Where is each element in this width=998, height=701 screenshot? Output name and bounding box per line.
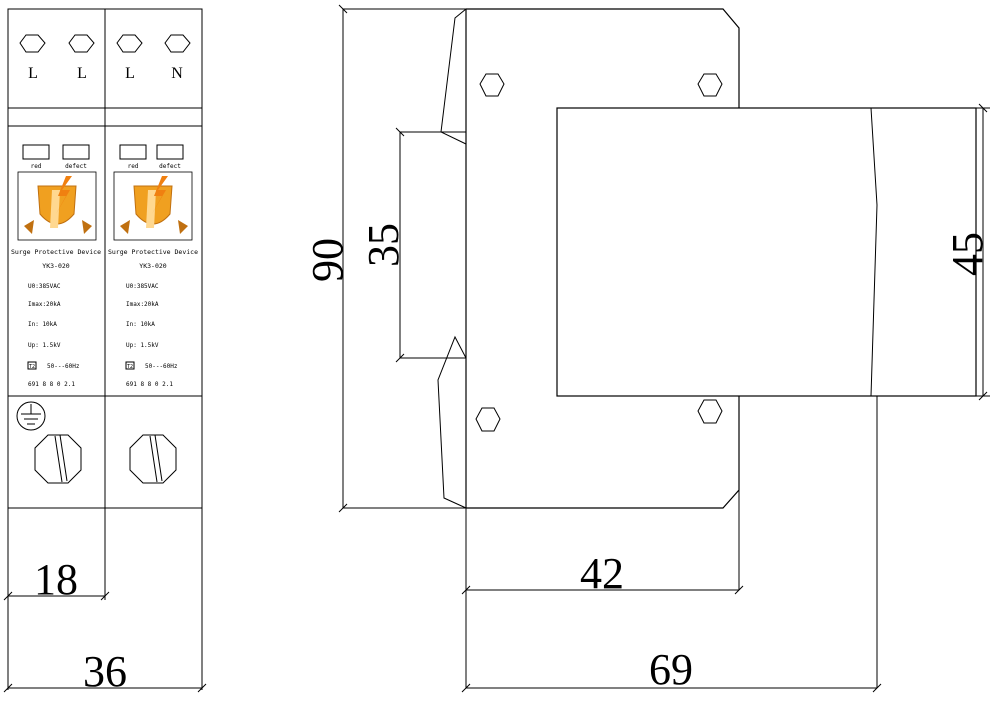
spec-u0-2: U0:385VAC [126, 283, 159, 290]
spec-freq-1: 50---60Hz [47, 363, 80, 370]
spec-in-1: In: 10kA [28, 321, 57, 328]
terminal-screw-1 [19, 34, 46, 53]
terminal-label-4: N [171, 65, 183, 82]
spec-freq-2: 50---60Hz [145, 363, 178, 370]
front-view: L L L N red defect red defect [3, 8, 207, 696]
terminal-screw-2 [68, 34, 95, 53]
dim-label-depth-front: 42 [580, 549, 624, 598]
spec-up-1: Up: 1.5kV [28, 342, 61, 349]
mounting-hole-4 [697, 399, 723, 424]
front-module-outline [556, 107, 977, 397]
mounting-hole-2 [697, 73, 723, 97]
mounting-hole-1 [479, 73, 505, 97]
indicator-window-defect-1 [62, 144, 90, 160]
dim-label-total-width: 36 [83, 647, 127, 696]
indicator-window-defect-2 [156, 144, 184, 160]
indicator-label-defect-2: defect [159, 163, 181, 170]
spec-imax-2: Imax:20kA [126, 301, 159, 308]
terminal-screw-3 [116, 34, 143, 53]
serial-1: 691 8 8 0 2.1 [28, 381, 75, 388]
indicator-label-red-2: red [128, 163, 139, 170]
body-bottom-outline [466, 396, 740, 509]
indicator-label-defect-1: defect [65, 163, 87, 170]
class-badge-1: T2 [29, 364, 35, 370]
spec-u0-1: U0:385VAC [28, 283, 61, 290]
dim-label-front-height: 45 [943, 232, 992, 276]
model-2: YK3-020 [139, 262, 166, 270]
class-badge-2: T2 [127, 364, 133, 370]
bottom-terminal-screw-1 [34, 434, 82, 484]
device-name-2: Surge Protective Device [108, 248, 198, 256]
ground-icon [16, 401, 46, 431]
dim-label-height: 90 [303, 238, 352, 282]
terminal-label-2: L [77, 65, 87, 82]
brand-logo-1 [17, 171, 97, 241]
bottom-terminal-screw-2 [129, 434, 177, 484]
side-view: 90 35 45 42 69 [303, 4, 992, 694]
brand-logo-2 [113, 171, 193, 241]
spec-in-2: In: 10kA [126, 321, 155, 328]
serial-2: 691 8 8 0 2.1 [126, 381, 173, 388]
class-badge-box-1 [27, 361, 37, 370]
mounting-hole-3 [475, 407, 501, 432]
indicator-window-red-2 [119, 144, 147, 160]
indicator-window-red-1 [22, 144, 50, 160]
terminal-label-1: L [28, 65, 38, 82]
spec-imax-1: Imax:20kA [28, 301, 61, 308]
model-1: YK3-020 [42, 262, 69, 270]
device-name-1: Surge Protective Device [11, 248, 101, 256]
spec-up-2: Up: 1.5kV [126, 342, 159, 349]
terminal-label-3: L [125, 65, 135, 82]
body-top-outline [466, 8, 740, 108]
terminal-screw-4 [164, 34, 191, 53]
dim-label-rail-width: 35 [359, 223, 408, 267]
class-badge-box-2 [125, 361, 135, 370]
indicator-label-red-1: red [31, 163, 42, 170]
dim-label-module-width: 18 [34, 555, 78, 604]
dim-label-depth-total: 69 [649, 645, 693, 694]
